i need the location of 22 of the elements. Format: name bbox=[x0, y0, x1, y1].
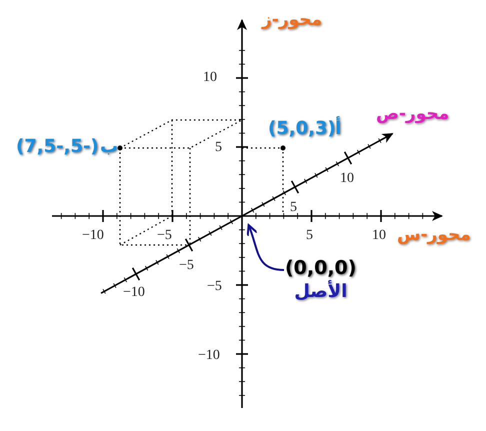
tick-label: −10 bbox=[82, 229, 104, 243]
tick-label: 5 bbox=[215, 141, 222, 155]
axis-label: محور-ز bbox=[262, 12, 322, 29]
axis-label: محور-س bbox=[397, 227, 471, 244]
curved-arrow bbox=[246, 224, 284, 271]
point-label: ب bbox=[100, 138, 118, 156]
z-axis bbox=[236, 19, 248, 408]
tick-label: −10 bbox=[198, 349, 220, 363]
point-label: (7,5-,5-) bbox=[16, 138, 99, 156]
point-label: (5,0,3) bbox=[268, 120, 336, 138]
tick-label: 5 bbox=[290, 201, 297, 215]
tick-label: 10 bbox=[203, 71, 217, 85]
axis-label: محور-ص bbox=[376, 106, 450, 123]
tick-label: −5 bbox=[157, 229, 172, 243]
tick-label: 10 bbox=[372, 229, 386, 243]
coordinate-label: (0,0,0) bbox=[285, 258, 356, 280]
tick-label: −5 bbox=[179, 259, 194, 273]
tick-label: 10 bbox=[340, 172, 354, 186]
origin-label: الأصل bbox=[293, 280, 348, 304]
tick-label: 5 bbox=[306, 229, 313, 243]
tick-label: −5 bbox=[207, 280, 222, 294]
tick-label: −10 bbox=[123, 286, 145, 300]
